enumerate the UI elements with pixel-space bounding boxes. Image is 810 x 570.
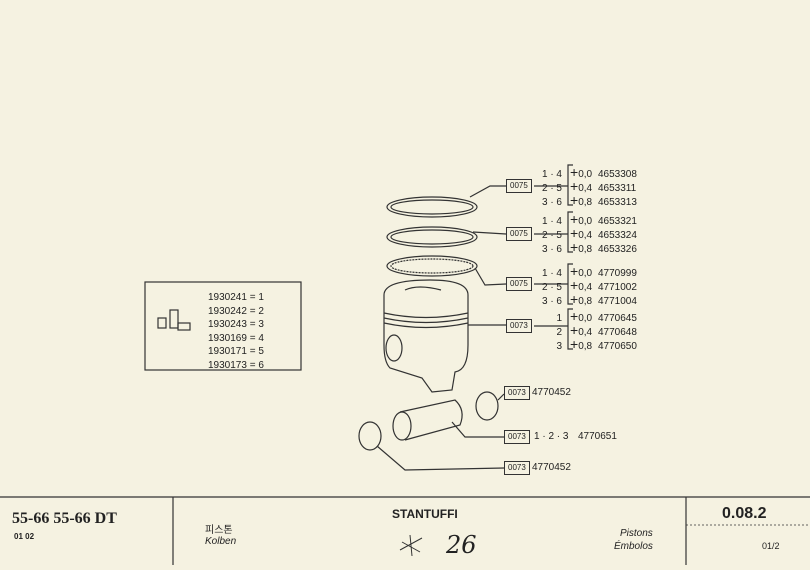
part-number: 4653324 xyxy=(598,230,637,241)
oversize: +0,8 xyxy=(570,336,593,352)
oversize-value: 0,4 xyxy=(578,282,593,293)
legend-index: = 5 xyxy=(249,346,264,357)
oversize-value: 0,0 xyxy=(578,313,593,324)
part-number: 4653326 xyxy=(598,244,637,255)
selection: 1 · 4 xyxy=(541,216,562,227)
part-row: 2 +0,4 4770648 xyxy=(532,322,637,338)
title-korean: 피스톤 xyxy=(205,525,233,536)
part-number: 4770452 xyxy=(532,462,571,473)
legend-item: 1930173 = 6 xyxy=(208,360,264,371)
legend-index: = 1 xyxy=(249,292,264,303)
legend-item: 1930243 = 3 xyxy=(208,319,264,330)
oversize: +0,8 xyxy=(570,291,593,307)
code-box: 0073 xyxy=(504,386,530,400)
part-number: 1930173 xyxy=(208,359,247,371)
legend-index: = 6 xyxy=(249,359,264,371)
page-number: 0.08.2 xyxy=(722,505,767,522)
selection: 3 · 6 xyxy=(541,244,562,255)
selection: 2 · 5 xyxy=(541,282,562,293)
oversize: +0,0 xyxy=(570,211,593,227)
selection: 2 xyxy=(556,327,562,338)
code-box: 0073 xyxy=(504,430,530,444)
code-box: 0073 xyxy=(504,461,530,475)
part-number: 1930242 xyxy=(208,305,247,317)
part-row: 3 · 6 +0,8 4653313 xyxy=(532,192,637,208)
selection: 1 · 4 xyxy=(541,169,562,180)
part-number: 4770645 xyxy=(598,313,637,324)
part-number: 4653321 xyxy=(598,216,637,227)
selection: 1 · 2 · 3 xyxy=(534,431,569,442)
handwritten-note: 26 xyxy=(446,531,477,559)
sheet-number: 01/2 xyxy=(762,541,780,551)
oversize-value: 0,4 xyxy=(578,230,593,241)
part-row: 3 · 6 +0,8 4653326 xyxy=(532,239,637,255)
oversize: +0,8 xyxy=(570,239,593,255)
part-number: 4770650 xyxy=(598,341,637,352)
oversize-value: 0,8 xyxy=(578,341,593,352)
selection: 1 · 4 xyxy=(541,268,562,279)
part-number: 4771004 xyxy=(598,296,637,307)
oversize: +0,0 xyxy=(570,263,593,279)
code-box: 0075 xyxy=(506,179,532,193)
selection: 3 · 6 xyxy=(541,197,562,208)
oversize-value: 0,8 xyxy=(578,296,593,307)
code-box: 0075 xyxy=(506,227,532,241)
part-row: 1 · 4 +0,0 4653321 xyxy=(532,211,637,227)
oversize: +0,4 xyxy=(570,178,593,194)
part-row: 2 · 5 +0,4 4771002 xyxy=(532,277,637,293)
part-number: 4770999 xyxy=(598,268,637,279)
oversize-value: 0,0 xyxy=(578,268,593,279)
part-number: 4770452 xyxy=(532,387,571,398)
part-number: 4653313 xyxy=(598,197,637,208)
legend-item: 1930241 = 1 xyxy=(208,292,264,303)
code-box: 0073 xyxy=(506,319,532,333)
title-italian: STANTUFFI xyxy=(392,507,458,521)
selection: 2 · 5 xyxy=(541,183,562,194)
part-row: 1 · 4 +0,0 4770999 xyxy=(532,263,637,279)
title-german: Kolben xyxy=(205,536,237,547)
part-number: 1930169 xyxy=(208,332,247,344)
part-number: 1930241 xyxy=(208,292,247,303)
oversize: +0,4 xyxy=(570,322,593,338)
part-row: 1 +0,0 4770645 xyxy=(532,308,637,324)
legend-item: 1930169 = 4 xyxy=(208,333,264,344)
legend-index: = 3 xyxy=(249,319,264,330)
code-box: 0075 xyxy=(506,277,532,291)
model-sub: 01 02 xyxy=(14,532,35,541)
part-number: 4653311 xyxy=(598,183,637,194)
oversize-value: 0,4 xyxy=(578,327,593,338)
part-number: 4770648 xyxy=(598,327,637,338)
oversize: +0,8 xyxy=(570,192,593,208)
part-row: 1 · 4 +0,0 4653308 xyxy=(532,164,637,180)
part-number: 4653308 xyxy=(598,169,637,180)
selection: 1 xyxy=(556,313,562,324)
oversize-value: 0,4 xyxy=(578,183,593,194)
part-row: 2 · 5 +0,4 4653324 xyxy=(532,225,637,241)
part-number: 4770651 xyxy=(578,431,617,442)
title-spanish: Émbolos xyxy=(614,541,653,552)
part-row: 3 +0,8 4770650 xyxy=(532,336,637,352)
selection: 2 · 5 xyxy=(541,230,562,241)
part-row: 2 · 5 +0,4 4653311 xyxy=(532,178,637,194)
oversize-value: 0,8 xyxy=(578,197,593,208)
legend-item: 1930171 = 5 xyxy=(208,346,264,357)
oversize: +0,4 xyxy=(570,277,593,293)
title-english: Pistons xyxy=(620,528,653,539)
part-row: 3 · 6 +0,8 4771004 xyxy=(532,291,637,307)
legend-index: = 4 xyxy=(249,332,264,344)
oversize: +0,0 xyxy=(570,164,593,180)
legend-item: 1930242 = 2 xyxy=(208,306,264,317)
part-number: 4771002 xyxy=(598,282,637,293)
legend-index: = 2 xyxy=(249,305,264,317)
oversize: +0,4 xyxy=(570,225,593,241)
oversize-value: 0,8 xyxy=(578,244,593,255)
part-number: 1930171 xyxy=(208,346,247,357)
oversize-value: 0,0 xyxy=(578,169,593,180)
model-name: 55-66 55-66 DT xyxy=(12,510,117,527)
part-number: 1930243 xyxy=(208,319,247,330)
oversize: +0,0 xyxy=(570,308,593,324)
selection: 3 · 6 xyxy=(541,296,562,307)
oversize-value: 0,0 xyxy=(578,216,593,227)
selection: 3 xyxy=(556,341,562,352)
